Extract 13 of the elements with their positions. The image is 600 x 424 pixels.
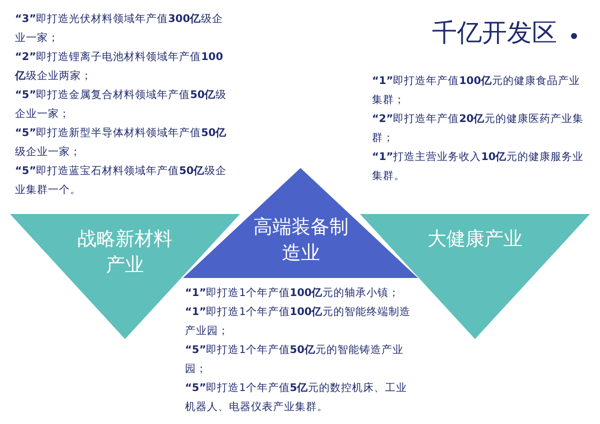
description-text: “5”即打造1个年产值5亿元的数控机床、工业机器人、电器仪表产业集群。 bbox=[185, 381, 408, 415]
description-text: “1”即打造1个年产值100亿元的智能终端制造产业园； bbox=[185, 305, 412, 339]
description-text: “5”即打造1个年产值50亿元的智能铸造产业园； bbox=[185, 343, 404, 377]
description-text: “5”即打造蓝宝石材料领域年产值50亿级企业集群一个。 bbox=[15, 164, 228, 198]
description-text: “1”即打造1个年产值100亿元的轴承小镇； bbox=[185, 286, 401, 301]
description-text: “2”即打造锂离子电池材料领域年产值100亿级企业两家； bbox=[15, 50, 224, 84]
description-text: “2”即打造年产值20亿元的健康医药产业集群； bbox=[372, 112, 585, 146]
description-text: “5”即打造金属复合材料领域年产值50亿级企业一家； bbox=[15, 88, 228, 122]
description-text: “1”打造主营业务收入10亿元的健康服务业集群。 bbox=[372, 150, 585, 184]
description-text: “5”即打造新型半导体材料领域年产值50亿级企业一家； bbox=[15, 126, 228, 160]
title: 千亿开发区 bbox=[432, 17, 557, 49]
description-text: “1”即打造年产值100亿元的健康食品产业集群； bbox=[372, 74, 582, 108]
description-text: “3”即打造光伏材料领域年产值300亿级企业一家； bbox=[15, 12, 224, 46]
